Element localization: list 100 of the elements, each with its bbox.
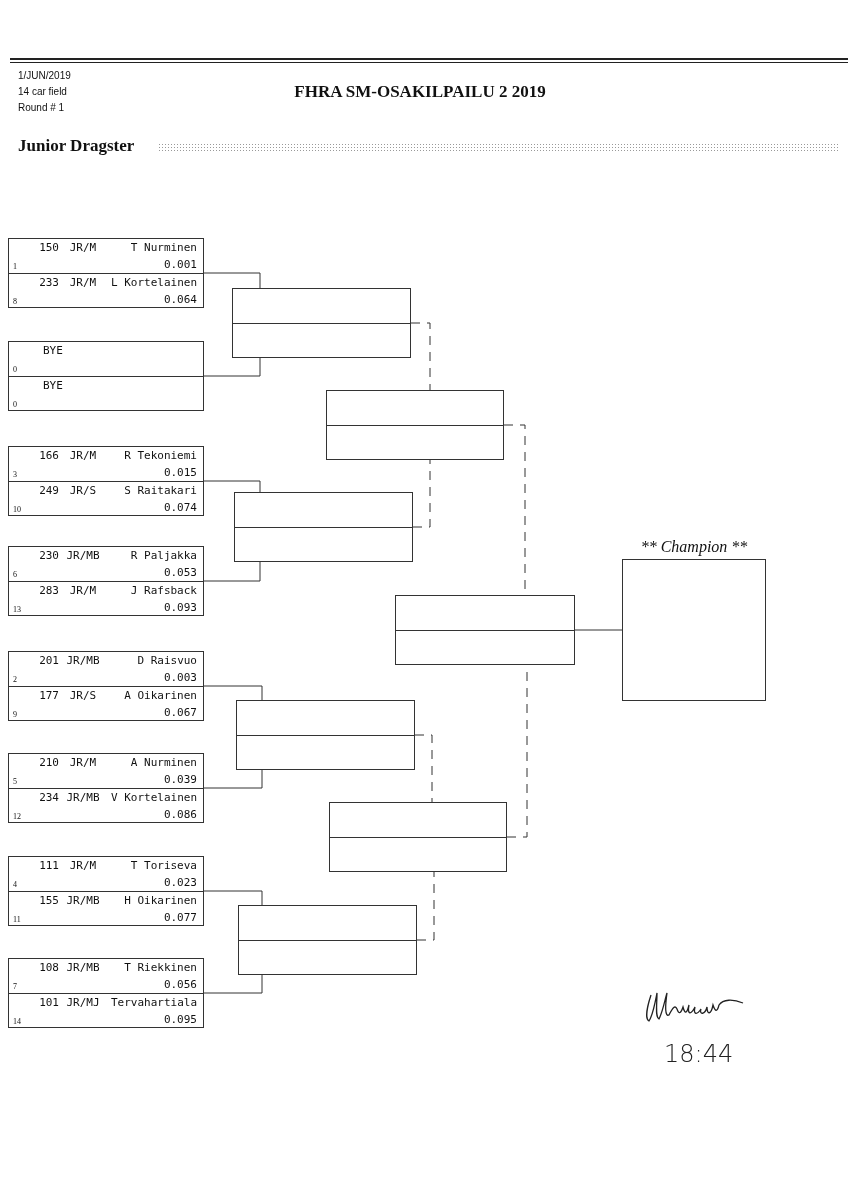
bracket-slot-box bbox=[236, 700, 415, 770]
car-number: 230 bbox=[39, 549, 59, 562]
entry-row bbox=[9, 891, 203, 925]
car-number: 108 bbox=[39, 961, 59, 974]
car-number: 177 bbox=[39, 689, 59, 702]
matchup-box bbox=[8, 341, 204, 411]
car-number: 111 bbox=[39, 859, 59, 872]
bracket-line bbox=[203, 357, 261, 377]
round-label: Round # 1 bbox=[18, 102, 65, 113]
car-number: 155 bbox=[39, 894, 59, 907]
matchup-box bbox=[8, 446, 204, 516]
entry-row bbox=[9, 686, 203, 720]
bracket-line bbox=[203, 974, 263, 994]
matchup-box bbox=[8, 958, 204, 1028]
bracket-slot-box bbox=[395, 595, 575, 665]
entry-row bbox=[9, 376, 203, 410]
driver-name: J Rafsback bbox=[130, 584, 197, 597]
class-label: JR/S bbox=[69, 484, 97, 497]
bracket-slot-box bbox=[326, 390, 504, 460]
reaction-time: 0.093 bbox=[163, 601, 197, 614]
class-label: JR/MB bbox=[66, 791, 100, 804]
page-title: FHRA SM-OSAKILPAILU 2 2019 bbox=[293, 82, 547, 102]
car-number: 234 bbox=[39, 791, 59, 804]
driver-name: A Oikarinen bbox=[124, 689, 197, 702]
matchup-box bbox=[8, 651, 204, 721]
driver-name: H Oikarinen bbox=[124, 894, 197, 907]
car-number: 249 bbox=[39, 484, 59, 497]
bracket-line bbox=[203, 685, 263, 701]
seed-number: 9 bbox=[13, 710, 17, 719]
entry-row bbox=[9, 581, 203, 615]
car-number: 283 bbox=[39, 584, 59, 597]
reaction-time: 0.074 bbox=[163, 501, 197, 514]
class-label: JR/M bbox=[69, 584, 97, 597]
bracket-line bbox=[416, 871, 435, 941]
seed-number: 6 bbox=[13, 570, 17, 579]
bye-label: BYE bbox=[43, 379, 63, 392]
reaction-time: 0.095 bbox=[163, 1013, 197, 1026]
seed-number: 4 bbox=[13, 880, 17, 889]
class-label: JR/MJ bbox=[66, 996, 100, 1009]
bracket-line bbox=[414, 734, 433, 803]
date-label: 1/JUN/2019 bbox=[18, 70, 71, 81]
driver-name: D Raisvuo bbox=[137, 654, 197, 667]
matchup-box bbox=[8, 546, 204, 616]
seed-number: 11 bbox=[13, 915, 21, 924]
driver-name: T Riekkinen bbox=[124, 961, 197, 974]
class-label: JR/MB bbox=[66, 549, 100, 562]
bracket-line bbox=[203, 561, 261, 582]
car-number: 210 bbox=[39, 756, 59, 769]
car-number: 201 bbox=[39, 654, 59, 667]
field-size-label: 14 car field bbox=[18, 86, 67, 97]
seed-number: 3 bbox=[13, 470, 17, 479]
seed-number: 8 bbox=[13, 297, 17, 306]
bracket-line bbox=[412, 459, 431, 528]
entry-row bbox=[9, 993, 203, 1027]
car-number: 150 bbox=[39, 241, 59, 254]
driver-name: A Nurminen bbox=[130, 756, 197, 769]
bye-label: BYE bbox=[43, 344, 63, 357]
reaction-time: 0.023 bbox=[163, 876, 197, 889]
seed-number: 1 bbox=[13, 262, 17, 271]
class-label: JR/M bbox=[69, 449, 97, 462]
seed-number: 14 bbox=[13, 1017, 21, 1026]
reaction-time: 0.015 bbox=[163, 466, 197, 479]
reaction-time: 0.077 bbox=[163, 911, 197, 924]
reaction-time: 0.056 bbox=[163, 978, 197, 991]
driver-name: R Paljakka bbox=[130, 549, 197, 562]
reaction-time: 0.064 bbox=[163, 293, 197, 306]
driver-name: R Tekoniemi bbox=[124, 449, 197, 462]
class-label: JR/MB bbox=[66, 961, 100, 974]
champion-heading: ** Champion ** bbox=[640, 537, 748, 558]
driver-name: Tervahartiala bbox=[110, 996, 197, 1009]
class-label: JR/MB bbox=[66, 894, 100, 907]
class-label: JR/M bbox=[69, 241, 97, 254]
car-number: 233 bbox=[39, 276, 59, 289]
seed-number: 13 bbox=[13, 605, 21, 614]
bracket-line bbox=[203, 769, 263, 789]
bracket-line bbox=[410, 322, 431, 391]
reaction-time: 0.086 bbox=[163, 808, 197, 821]
reaction-time: 0.003 bbox=[163, 671, 197, 684]
reaction-time: 0.067 bbox=[163, 706, 197, 719]
class-label: JR/M bbox=[69, 859, 97, 872]
reaction-time: 0.039 bbox=[163, 773, 197, 786]
class-label: JR/S bbox=[69, 689, 97, 702]
driver-name: T Toriseva bbox=[130, 859, 197, 872]
class-label: JR/M bbox=[69, 756, 97, 769]
reaction-time: 0.001 bbox=[163, 258, 197, 271]
class-label: JR/MB bbox=[66, 654, 100, 667]
entry-row bbox=[9, 788, 203, 822]
reaction-time: 0.053 bbox=[163, 566, 197, 579]
bracket-line bbox=[574, 629, 623, 631]
driver-name: S Raitakari bbox=[124, 484, 197, 497]
car-number: 166 bbox=[39, 449, 59, 462]
bracket-line bbox=[203, 890, 263, 906]
driver-name: L Kortelainen bbox=[110, 276, 197, 289]
seed-number: 7 bbox=[13, 982, 17, 991]
matchup-box bbox=[8, 856, 204, 926]
class-label: JR/M bbox=[69, 276, 97, 289]
matchup-box bbox=[8, 753, 204, 823]
driver-name: T Nurminen bbox=[130, 241, 197, 254]
seed-number: 10 bbox=[13, 505, 21, 514]
bracket-line bbox=[203, 480, 261, 493]
